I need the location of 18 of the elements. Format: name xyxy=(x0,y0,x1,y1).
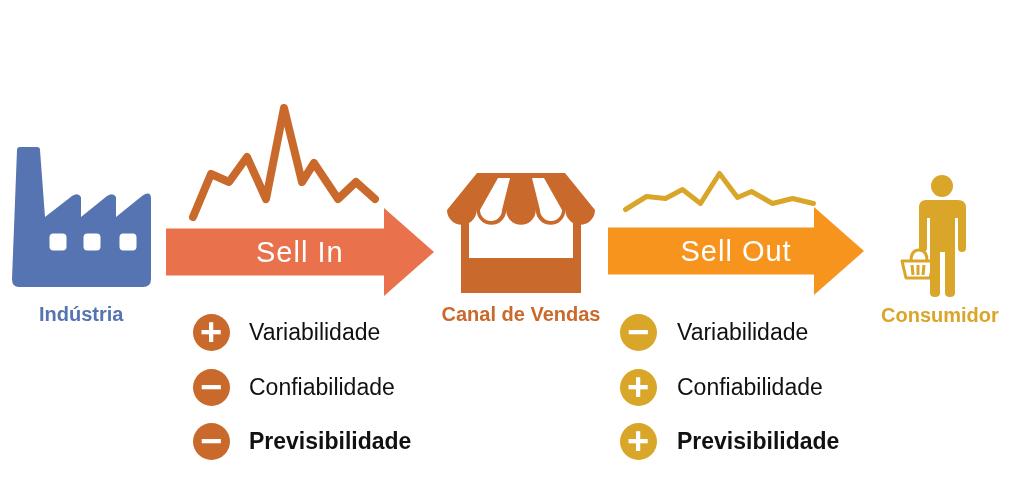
edge-label: Sell Out xyxy=(680,234,792,268)
attribute-label: Confiabilidade xyxy=(249,373,395,401)
edge-label: Sell In xyxy=(256,235,344,269)
attribute-label: Variabilidade xyxy=(677,318,809,346)
attribute-label: Confiabilidade xyxy=(677,373,823,401)
sign-circle: − xyxy=(192,368,230,406)
sign-circle: − xyxy=(192,422,230,460)
node-label: Consumidor xyxy=(881,303,999,327)
attribute-label: Previsibilidade xyxy=(677,427,840,455)
sign-circle: + xyxy=(192,313,230,351)
block-arrow xyxy=(166,208,434,296)
node-label: Indústria xyxy=(39,302,124,326)
node-label: Canal de Vendas xyxy=(441,302,601,326)
sign-circle: + xyxy=(619,422,657,460)
attribute-label: Variabilidade xyxy=(249,318,381,346)
sign-circle: − xyxy=(619,313,657,351)
attribute-label: Previsibilidade xyxy=(249,427,412,455)
sign-circle: + xyxy=(619,368,657,406)
